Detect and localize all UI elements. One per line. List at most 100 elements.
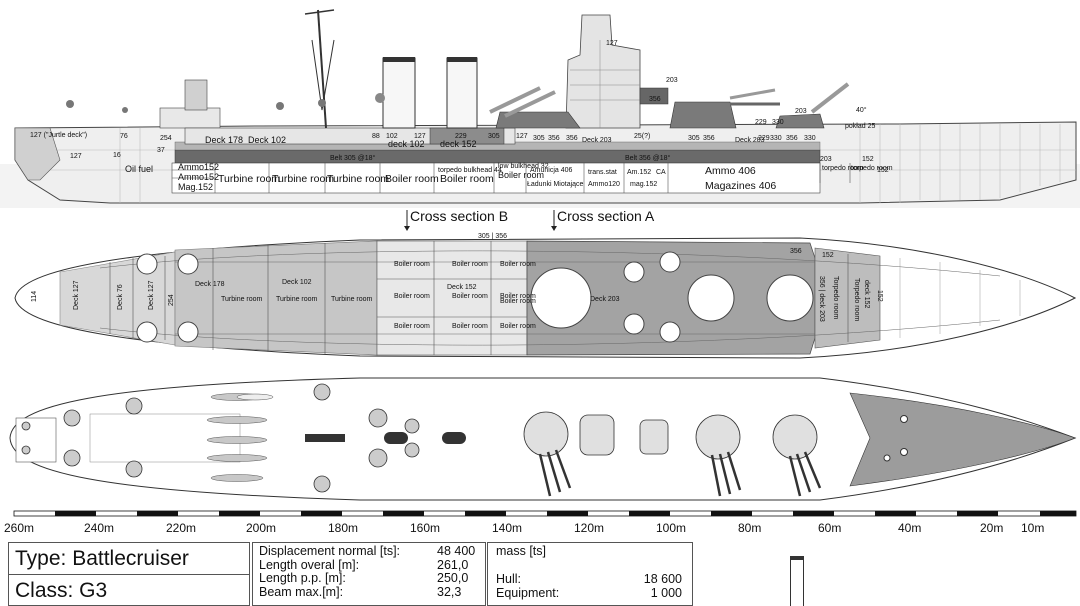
profile-deck-label: 127 bbox=[516, 133, 528, 140]
profile-deck-label: 37 bbox=[157, 147, 165, 154]
mass-value: 18 600 bbox=[643, 572, 682, 586]
plan-label: Deck 203 bbox=[590, 296, 620, 303]
plan-label: Turbine room bbox=[276, 296, 318, 303]
compartment-label: Am.152 bbox=[627, 169, 651, 176]
profile-deck-label: 330 bbox=[804, 135, 816, 142]
profile-deck-label: 40° bbox=[856, 106, 867, 114]
compartment-label: Turbine room bbox=[272, 173, 334, 185]
profile-deck-label: 305 bbox=[688, 135, 700, 142]
profile-deck-label: Deck 178 bbox=[205, 135, 243, 145]
spec-value: 32,3 bbox=[437, 584, 462, 599]
scale-bar: 260m 240m 220m 200m 180m 160m 140m 120m … bbox=[4, 510, 1077, 535]
compartment-label: Ammo152 bbox=[178, 172, 219, 182]
plan-label: Boiler room bbox=[452, 293, 488, 300]
scale-label: 40m bbox=[898, 521, 921, 535]
profile-deck-label: 25(?) bbox=[634, 133, 650, 140]
profile-deck-label: 102 bbox=[386, 133, 398, 140]
compartment-label: 152 bbox=[877, 167, 889, 174]
profile-deck-label: Deck 102 bbox=[248, 135, 286, 145]
compartment-label: torpedo room bbox=[851, 165, 893, 172]
plan-label: Boiler room bbox=[500, 293, 536, 300]
specifications-box: Displacement normal [ts]: 48 400 Length o… bbox=[252, 542, 486, 606]
mass-bar-indicator bbox=[790, 556, 804, 606]
spec-value: 48 400 bbox=[437, 544, 476, 558]
plan-label: Boiler room bbox=[452, 261, 488, 268]
profile-deck-label: 229 bbox=[455, 133, 467, 140]
spec-row: Displacement normal [ts]: 48 400 bbox=[259, 544, 485, 559]
profile-deck-label: 356 bbox=[649, 96, 661, 103]
spec-key: Length overal [m]: bbox=[259, 557, 360, 572]
plan-label: Turbine room bbox=[221, 296, 263, 303]
plan-label: Boiler room bbox=[500, 298, 536, 305]
scale-label: 10m bbox=[1021, 521, 1044, 535]
compartment-label: Boiler room bbox=[440, 173, 494, 185]
compartment-label: Ammo 406 bbox=[705, 165, 756, 177]
scale-label: 240m bbox=[84, 521, 114, 535]
compartment-label: torpedo bulkhead 44 bbox=[438, 167, 502, 174]
plan-label: Deck 102 bbox=[282, 279, 312, 286]
belt-label: Belt 356 @18° bbox=[625, 154, 671, 162]
compartment-label: Ammo152 bbox=[178, 162, 219, 172]
section-markers: Cross section B Cross section A bbox=[404, 208, 655, 231]
compartment-label: Amunicja 406 bbox=[530, 167, 573, 174]
profile-deck-label: Deck 203 bbox=[582, 137, 612, 144]
compartment-label: Turbine room bbox=[327, 173, 389, 185]
cross-section-a-label: Cross section A bbox=[557, 208, 655, 224]
plan-label: deck 152 bbox=[863, 280, 870, 309]
plan-label: 254 bbox=[168, 294, 175, 306]
profile-deck-label: 305 bbox=[488, 133, 500, 140]
profile-deck-label: 356 bbox=[786, 135, 798, 142]
spec-row: Length p.p. [m]: 250,0 bbox=[259, 571, 485, 586]
plan-label: Boiler room bbox=[394, 323, 430, 330]
profile-deck-label: 127 bbox=[414, 133, 426, 140]
profile-deck-label: 203 bbox=[795, 108, 807, 115]
compartment-label: mag.152 bbox=[630, 181, 657, 188]
spec-value: 250,0 bbox=[437, 571, 469, 585]
plan-label: Deck 152 bbox=[447, 284, 477, 291]
spec-key: Length p.p. [m]: bbox=[259, 571, 346, 585]
compartment-label: Ładunki Miotające bbox=[527, 181, 584, 188]
compartment-label: Oil fuel bbox=[125, 164, 153, 174]
plan-label: Deck 127 bbox=[148, 280, 155, 310]
profile-deck-label: 254 bbox=[160, 135, 172, 142]
compartment-label: CA bbox=[656, 169, 666, 176]
mass-row: Equipment: 1 000 bbox=[496, 586, 692, 600]
spec-key: Beam max.[m]: bbox=[259, 584, 344, 599]
profile-deck-label: 356 bbox=[548, 135, 560, 142]
profile-deck-label: 330 bbox=[772, 119, 784, 126]
mass-value: 1 000 bbox=[650, 586, 682, 600]
mass-row: Hull:18 600 bbox=[496, 572, 692, 586]
profile-deck-label: 152 bbox=[862, 156, 874, 163]
spec-key: Displacement normal [ts]: bbox=[259, 544, 401, 558]
scale-label: 200m bbox=[246, 521, 276, 535]
scale-label: 120m bbox=[574, 521, 604, 535]
scale-label: 180m bbox=[328, 521, 358, 535]
profile-deck-label: 127 bbox=[606, 40, 618, 47]
deck-plan-view bbox=[9, 377, 1077, 501]
profile-deck-label: 88 bbox=[372, 133, 380, 140]
compartment-label: Boiler room bbox=[385, 173, 439, 185]
scale-label: 220m bbox=[166, 521, 196, 535]
scale-label: 60m bbox=[818, 521, 841, 535]
profile-deck-label: 229 bbox=[755, 119, 767, 126]
compartment-label: Boiler room bbox=[498, 170, 544, 180]
profile-deck-label: 305 bbox=[533, 135, 545, 142]
mass-title: mass [ts] bbox=[496, 544, 547, 558]
plan-label: Torpedo room bbox=[853, 278, 860, 321]
plan-label: Deck 76 bbox=[117, 284, 124, 310]
cross-section-b-label: Cross section B bbox=[410, 208, 508, 224]
scale-label: 160m bbox=[410, 521, 440, 535]
mass-box: mass [ts] Hull:18 600 Equipment: 1 000 bbox=[487, 542, 693, 606]
profile-deck-label: 330 bbox=[770, 135, 782, 142]
compartment-label: torpedo room bbox=[822, 165, 864, 172]
compartment-label: Mag.152 bbox=[178, 182, 213, 192]
armor-plan-view: 114 Deck 127 Deck 76 Deck 127 254 Deck 1… bbox=[14, 233, 1077, 359]
plan-label: 152 bbox=[876, 290, 883, 302]
scale-label: 100m bbox=[656, 521, 686, 535]
compartment-label: Turbine room bbox=[218, 173, 280, 185]
spec-row: Beam max.[m]: 32,3 bbox=[259, 584, 485, 600]
mass-key: Equipment: bbox=[496, 586, 560, 600]
type-class-box: Type: Battlecruiser Class: G3 bbox=[8, 542, 250, 606]
profile-deck-label: 356 bbox=[703, 135, 715, 142]
